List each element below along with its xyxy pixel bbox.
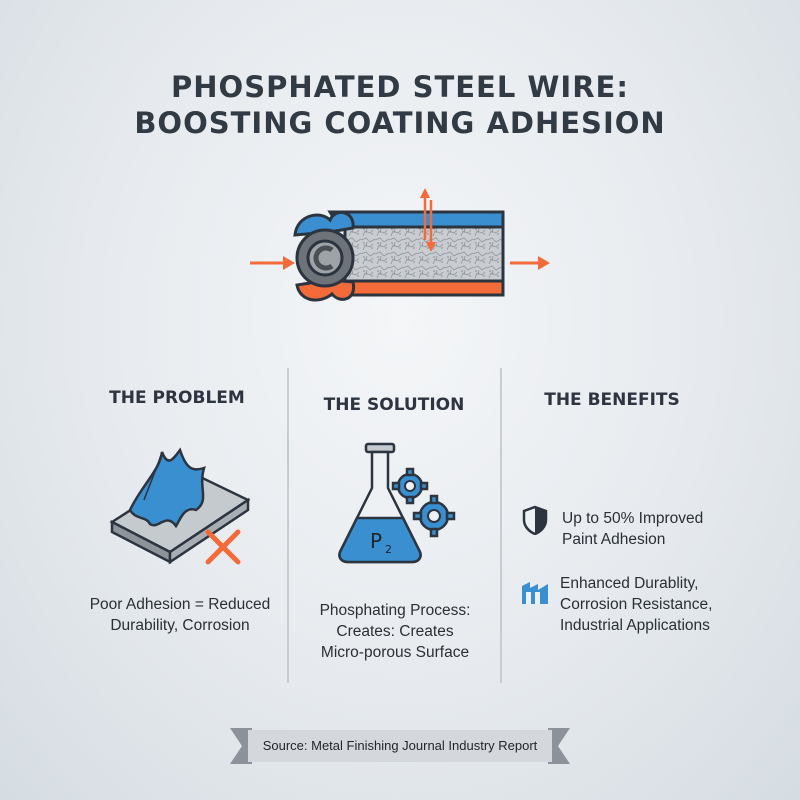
peeling-coating-plate-icon: [109, 447, 251, 565]
page-title-line2: BOOSTING COATING ADHESION: [134, 106, 666, 140]
benefit-1-line1: Up to 50% Improved: [562, 510, 704, 527]
adhesion-arrow-icon: [420, 188, 436, 252]
shield-icon: [522, 505, 548, 535]
gear-icon: [412, 494, 456, 538]
source-ribbon: [230, 728, 570, 764]
benefit-2-line3: Industrial Applications: [560, 617, 710, 634]
benefit-2-line2: Corrosion Resistance,: [560, 596, 713, 613]
coating-end-blue: [293, 211, 355, 237]
solution-heading: THE SOLUTION: [323, 395, 465, 415]
flask-gears-icon: P 2: [338, 442, 456, 564]
source-text: Source: Metal Finishing Journal Industry…: [262, 738, 538, 753]
input-arrow-icon: [250, 256, 295, 270]
benefits-heading: THE BENEFITS: [544, 390, 680, 410]
industrial-icon: [522, 582, 548, 604]
solution-text-line2: Creates: Creates: [336, 623, 454, 640]
gear-icon: [391, 467, 429, 505]
benefit-2-line1: Enhanced Durablity,: [560, 575, 699, 592]
problem-text: Poor Adhesion = Reduced Durability, Corr…: [60, 594, 300, 636]
solution-text-line1: Phosphating Process:: [319, 602, 471, 619]
column-divider-1: [287, 368, 289, 683]
problem-heading: THE PROBLEM: [109, 388, 245, 408]
output-arrow-icon: [510, 256, 550, 270]
benefit-1-line2: Paint Adhesion: [562, 531, 666, 548]
flask-subscript: 2: [385, 543, 392, 556]
benefit-2-text: Enhanced Durablity, Corrosion Resistance…: [560, 573, 712, 636]
benefit-1-text: Up to 50% Improved Paint Adhesion: [562, 508, 703, 550]
page-title-line1: PHOSPHATED STEEL WIRE:: [171, 70, 629, 104]
wire-cross-section-illustration: [250, 188, 550, 302]
problem-text-line2: Durability, Corrosion: [110, 617, 250, 634]
solution-text-line3: Micro-porous Surface: [320, 644, 470, 661]
column-divider-2: [500, 368, 502, 683]
solution-text: Phosphating Process: Creates: Creates Mi…: [300, 600, 490, 663]
coating-end-orange: [295, 278, 356, 302]
flask-label: P: [370, 529, 382, 553]
problem-text-line1: Poor Adhesion = Reduced: [89, 596, 271, 613]
error-x-icon: [205, 529, 241, 565]
